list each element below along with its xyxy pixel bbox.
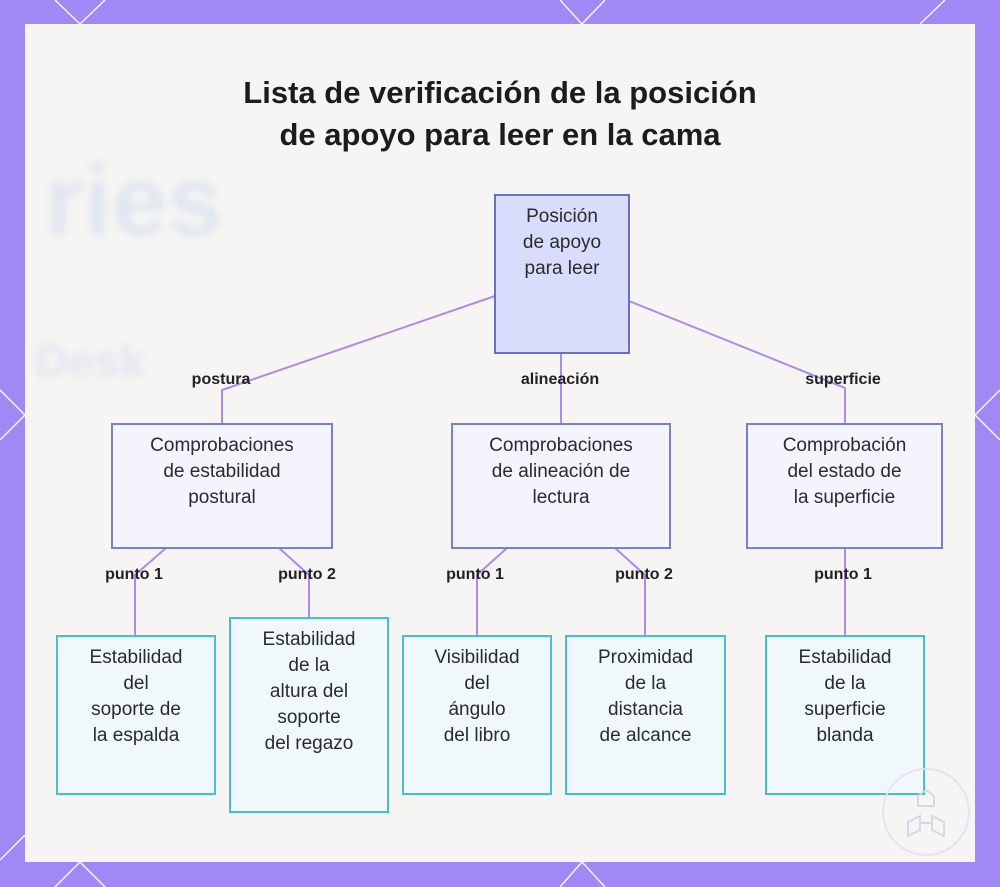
node-text: de estabilidad — [163, 461, 281, 482]
connector-alineacion-punto1 — [476, 547, 508, 636]
node-text: del regazo — [264, 733, 354, 754]
node-text: Estabilidad — [89, 647, 183, 668]
node-text: lectura — [532, 487, 590, 508]
node-text: de la — [624, 673, 667, 694]
edge-label-postura: postura — [191, 371, 251, 388]
node-text: Comprobaciones — [489, 435, 633, 456]
diagram-title: Lista de verificación de la posición de … — [0, 72, 1000, 156]
node-text: soporte — [277, 707, 341, 728]
edge-label-punto: punto 2 — [615, 566, 673, 583]
leaf-node: Visibilidad del ángulo del libro — [402, 635, 552, 795]
node-text: de apoyo — [522, 232, 602, 253]
edge-label-punto: punto 1 — [105, 566, 163, 583]
node-text: la superficie — [793, 487, 896, 508]
node-text: Estabilidad — [798, 647, 892, 668]
connector-postura — [221, 295, 496, 424]
connector-alineacion-punto2 — [614, 547, 646, 636]
node-text: de alineación de — [491, 461, 631, 482]
node-text: del — [123, 673, 149, 694]
leaf-node: Proximidad de la distancia de alcance — [565, 635, 726, 795]
leaf-node: Estabilidad de la superficie blanda — [765, 635, 925, 795]
node-text: del libro — [443, 725, 511, 746]
node-text: del estado de — [787, 461, 902, 482]
logo-badge-icon — [882, 768, 970, 856]
background-word: Desk — [35, 335, 145, 387]
node-text: Posición — [526, 206, 598, 227]
connector-superficie — [628, 300, 846, 424]
edge-label-punto: punto 2 — [278, 566, 336, 583]
node-text: de la — [824, 673, 866, 694]
node-text: para leer — [524, 258, 600, 279]
node-stability-checks: Comprobaciones de estabilidad postural — [111, 423, 333, 549]
edge-label-alineacion: alineación — [520, 371, 600, 388]
node-text: Proximidad — [597, 647, 694, 668]
node-text: de la — [288, 655, 330, 676]
node-text: la espalda — [92, 725, 180, 746]
node-text: ángulo — [448, 699, 506, 720]
node-text: altura del — [269, 681, 349, 702]
node-text: distancia — [608, 699, 683, 720]
node-text: soporte de — [91, 699, 181, 720]
node-text: de alcance — [599, 725, 692, 746]
blurred-background: ries Desk — [25, 24, 975, 862]
title-line: Lista de verificación de la posición — [243, 75, 757, 110]
edge-label-punto: punto 1 — [814, 566, 872, 583]
node-text: Comprobación — [782, 435, 907, 456]
edge-label-superficie: superficie — [805, 371, 881, 388]
background-word: ries — [45, 145, 223, 257]
root-node: Posición de apoyo para leer — [494, 194, 630, 354]
node-text: Visibilidad — [434, 647, 520, 668]
edge-label-punto: punto 1 — [446, 566, 504, 583]
node-text: postural — [188, 487, 256, 508]
node-surface-check: Comprobación del estado de la superficie — [746, 423, 943, 549]
leaf-node: Estabilidad del soporte de la espalda — [56, 635, 216, 795]
node-alignment-checks: Comprobaciones de alineación de lectura — [451, 423, 671, 549]
node-text: Estabilidad — [262, 629, 356, 650]
leaf-node: Estabilidad de la altura del soporte del… — [229, 617, 389, 813]
node-text: Comprobaciones — [150, 435, 294, 456]
node-text: blanda — [816, 725, 874, 746]
connector-postura-punto2 — [278, 547, 310, 618]
connector-postura-punto1 — [134, 547, 167, 636]
node-text: del — [464, 673, 490, 694]
title-line: de apoyo para leer en la cama — [279, 117, 721, 152]
node-text: superficie — [804, 699, 886, 720]
